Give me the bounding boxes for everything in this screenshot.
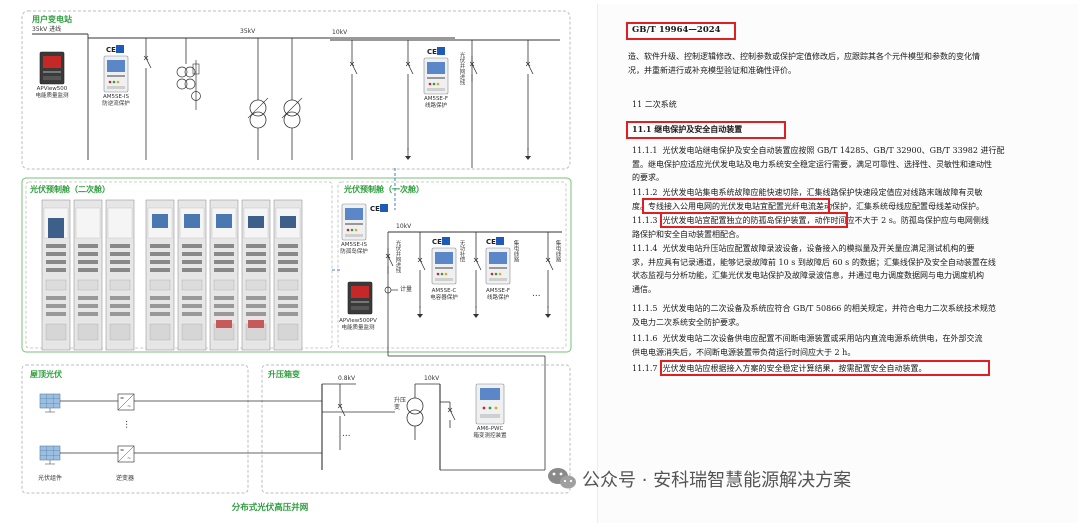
ellipsis-label: ... [532, 289, 541, 299]
amsse-is-sub-device [103, 55, 129, 93]
pv-panel-icon [39, 393, 61, 413]
section-heading: 11 二次系统 [632, 100, 677, 109]
voltage-label-10kv-cabinet: 10kV [396, 223, 412, 230]
boost-box-border [261, 364, 571, 494]
pv-cabinet-primary-border [337, 181, 567, 349]
rooftop-pv-border [21, 364, 249, 494]
highlight-box-anti-islanding [660, 212, 848, 228]
pv-cabinet-secondary-border [25, 181, 333, 349]
clause-11-1-2: 11.1.2 光伏发电站集电系统故障应能快速切除，汇集线路保护快速段定值应对线路… [632, 188, 984, 211]
highlight-box-safety-device [660, 360, 990, 376]
ce-badge-icon [106, 45, 124, 54]
diagram-caption: 分布式光伏高压并网 [231, 503, 309, 513]
clause-11-1-3: 11.1.3 光伏发电站宜配置独立的防孤岛保护装置，动作时间应不大于 2 s。防… [632, 216, 989, 239]
voltage-label-10kv-box: 10kV [424, 375, 440, 382]
metering-label: 计量 [400, 286, 413, 293]
secondary-cabinet-2 [73, 199, 103, 351]
ce-badge-icon [486, 237, 504, 246]
watermark-text: 公众号 · 安科瑞智慧能源解决方案 [582, 470, 852, 491]
inverter-icon [117, 445, 135, 463]
pv-cabinet-outer-border [21, 177, 572, 353]
voltage-label-10kv-bus: 10kV [332, 29, 348, 36]
clause-11-1-7: 11.1.7 光伏发电站应根据接入方案的安全稳定计算结果，按需配置安全自动装置。 [632, 364, 927, 373]
section-title-pv-cabinet-secondary: 光伏预制舱（二次舱） [30, 185, 110, 194]
amsse-f-cab-device [485, 247, 511, 285]
ce-badge-icon [427, 47, 445, 56]
intro-paragraph: 造、软件升级、控制逻辑修改、控制参数或保护定值修改后，应跟踪其各个元件模型和参数… [628, 52, 980, 75]
substation-border [21, 10, 571, 170]
amsse-is-cab-device [341, 203, 367, 241]
amsse-c-device [431, 247, 457, 285]
section-title-pv-cabinet-primary: 光伏预制舱（一次舱） [344, 185, 424, 194]
ellipsis-label: ... [122, 420, 133, 429]
vertical-label-feeder-line-2: 集电线路 [554, 240, 561, 262]
pv-module-label: 光伏组件 [38, 475, 63, 482]
vertical-label-feeder-line: 集电线路 [512, 240, 519, 262]
standard-document: GB/T 19964—2024 造、软件升级、控制逻辑修改、控制参数或保护定值修… [597, 4, 1078, 523]
clause-11-1-5: 11.1.5 光伏发电站的二次设备及系统应符合 GB/T 50866 的相关规定… [632, 304, 996, 327]
vertical-label-pv-incoming-sub: 光伏并网进线 [458, 52, 465, 85]
clause-11-1-1: 11.1.1 光伏发电站继电保护及安全自动装置应按照 GB/T 14285、GB… [632, 146, 1005, 183]
ce-badge-icon [432, 237, 450, 246]
inverter-label: 逆变器 [116, 475, 135, 482]
vertical-label-capacitor: 无功补偿 [458, 240, 465, 262]
boost-transformer-label: 升压变 [394, 397, 407, 411]
highlight-box-subsection [626, 121, 786, 139]
vertical-label-pv-incoming-cab: 光伏并网进线 [394, 240, 401, 273]
ellipsis-label: ... [342, 429, 351, 439]
amsse-f-sub-device [423, 57, 449, 95]
voltage-label-35kv-incoming: 35kV 进线 [32, 26, 62, 33]
voltage-label-35kv-bus: 35kV [240, 28, 256, 35]
wechat-logo-icon [548, 468, 576, 489]
section-title-boost-box: 升压箱变 [268, 370, 300, 379]
pv-panel-icon [39, 445, 61, 465]
clause-11-1-4: 11.1.4 光伏发电站升压站应配置故障录波设备，设备接入的模拟量及开关量应满足… [632, 244, 996, 294]
voltage-label-0-8kv: 0.8kV [338, 375, 356, 382]
ce-badge-icon [370, 204, 388, 213]
standard-number: GB/T 19964—2024 [632, 25, 721, 35]
subsection-heading: 11.1 继电保护及安全自动装置 [632, 124, 743, 134]
clause-11-1-6: 11.1.6 光伏发电站二次设备供电应配置不间断电源装置或采用站内直流电源系统供… [632, 334, 983, 357]
section-title-rooftop-pv: 屋顶光伏 [30, 370, 62, 379]
highlight-box-standard [626, 22, 736, 40]
section-title-substation: 用户变电站 [32, 15, 72, 24]
inverter-icon [117, 393, 135, 411]
secondary-cabinet-3 [105, 199, 135, 351]
